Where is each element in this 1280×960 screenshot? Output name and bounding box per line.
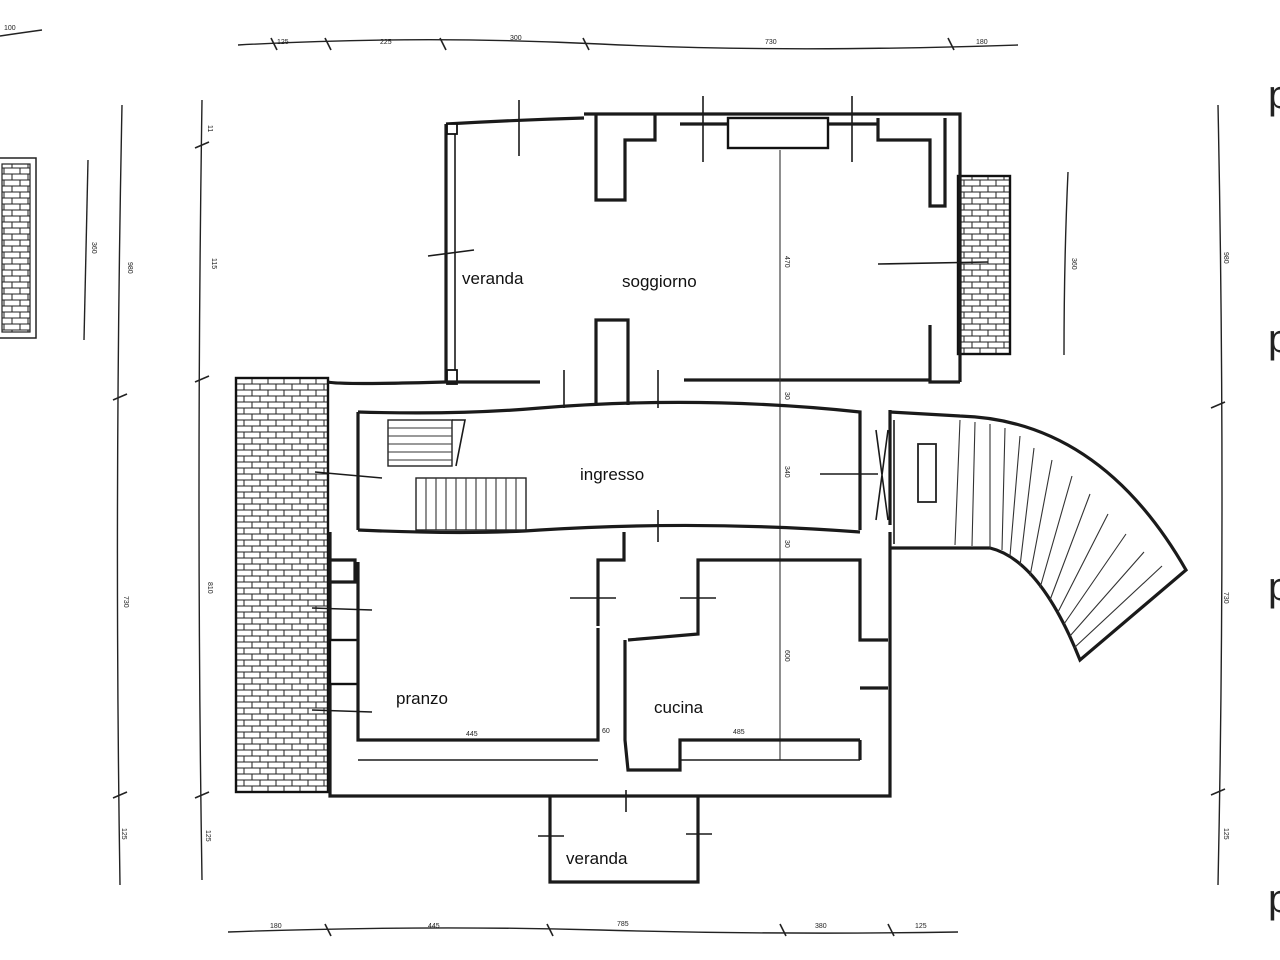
- veranda-bottom: [538, 790, 712, 884]
- dim-right-4: 125: [1222, 828, 1229, 840]
- dim-bottom-5: 125: [915, 923, 927, 930]
- dim-left-2: 810: [206, 582, 213, 594]
- dim-inner-v2: 30: [783, 392, 790, 400]
- side-brick-panel: [0, 157, 37, 339]
- room-label-soggiorno: soggiorno: [622, 272, 697, 291]
- dim-right-3: 730: [1222, 592, 1229, 604]
- room-label-ingresso: ingresso: [580, 465, 644, 484]
- side-labels: p p p p: [1268, 73, 1280, 921]
- upper-wing: [427, 96, 989, 760]
- dim-top-3: 300: [510, 35, 522, 42]
- dimension-chain-top: 125 225 300 730 180: [237, 35, 1019, 51]
- dim-left-mid: 360: [90, 242, 97, 254]
- dim-inner-v1: 470: [783, 256, 790, 268]
- dim-left-total: 980: [126, 262, 133, 274]
- dim-inner-v5: 600: [783, 650, 790, 662]
- external-curved-stairs: [889, 410, 1189, 663]
- dim-inner-h2: 60: [602, 728, 610, 735]
- side-label-2: p: [1268, 317, 1280, 361]
- side-label-4: p: [1268, 877, 1280, 921]
- dim-inner-h1: 445: [466, 731, 478, 738]
- dimension-chain-bottom: 180 445 785 380 125: [227, 921, 959, 937]
- room-label-cucina: cucina: [654, 698, 704, 717]
- dim-bottom-1: 180: [270, 923, 282, 930]
- dim-bottom-4: 380: [815, 923, 827, 930]
- dimension-chain-left: 115 810 125 11 980 730 125 360: [83, 99, 217, 886]
- dim-right-2: 980: [1222, 252, 1229, 264]
- dim-inner-v3: 340: [783, 466, 790, 478]
- dim-inner-h3: 485: [733, 729, 745, 736]
- dim-right-1: 360: [1070, 258, 1077, 270]
- dimension-top-left: 100: [0, 25, 43, 37]
- balcony-right: [956, 174, 1012, 356]
- terrace-left: [234, 376, 330, 794]
- dim-top-5: 180: [976, 39, 988, 46]
- svg-text:11: 11: [206, 125, 213, 132]
- interior-stairs: [387, 419, 527, 531]
- dim-top-2: 225: [380, 39, 392, 46]
- side-label-3: p: [1268, 565, 1280, 609]
- dim-left-3: 125: [204, 830, 211, 842]
- dimension-chain-right: 980 730 125 360: [1063, 104, 1229, 886]
- room-label-pranzo: pranzo: [396, 689, 448, 708]
- inner-dimensions: 470 30 340 30 600 445 60 485: [466, 256, 790, 738]
- dim-left-1: 115: [210, 258, 217, 269]
- lower-wing: [311, 510, 892, 798]
- svg-text:125: 125: [120, 828, 127, 840]
- dim-bottom-2: 445: [428, 923, 440, 930]
- entrance-hall: [314, 380, 937, 535]
- dim-inner-v4: 30: [783, 540, 790, 548]
- svg-text:730: 730: [122, 596, 129, 608]
- dim-top-1: 125: [277, 39, 289, 46]
- side-label-1: p: [1268, 73, 1280, 117]
- room-label-veranda-bottom: veranda: [566, 849, 628, 868]
- dim-top-left: 100: [4, 25, 16, 32]
- dim-bottom-3: 785: [617, 921, 629, 928]
- room-label-veranda-top: veranda: [462, 269, 524, 288]
- dim-top-4: 730: [765, 39, 777, 46]
